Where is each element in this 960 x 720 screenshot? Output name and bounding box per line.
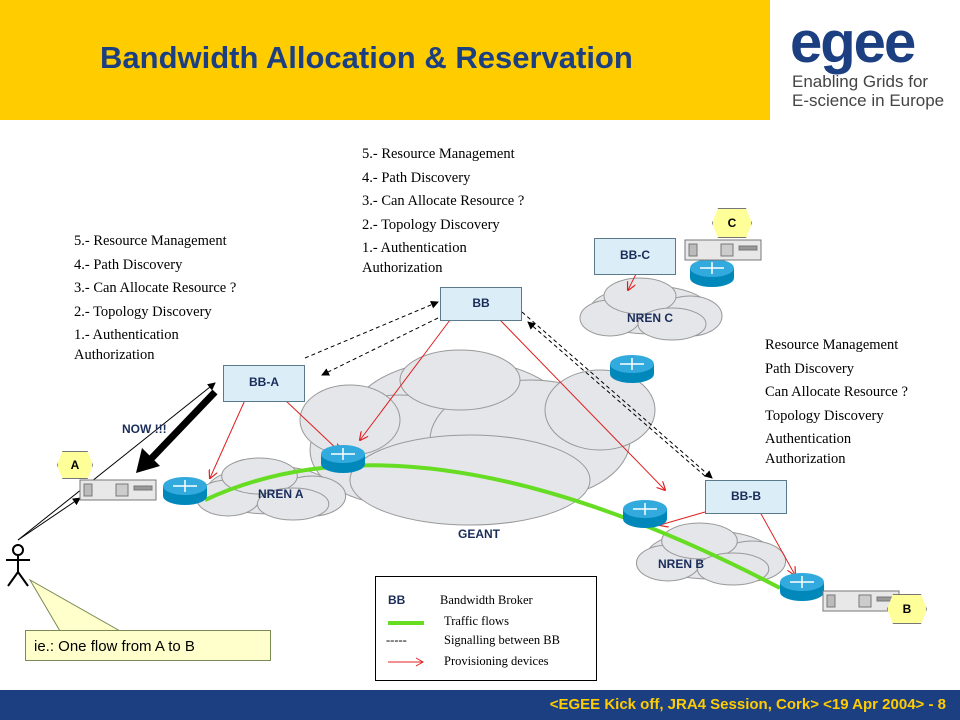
step-item: 4.- Path Discovery xyxy=(362,169,471,186)
now-arrow xyxy=(145,389,218,465)
steps-list-left: 5.- Resource Management 4.- Path Discove… xyxy=(74,230,236,367)
node-bb-b: BB-B xyxy=(705,480,787,514)
endpoint-a: A xyxy=(57,451,93,479)
step-item: Authorization xyxy=(74,346,155,363)
step-item: 1.- Authentication xyxy=(74,327,179,343)
egee-logo: egee xyxy=(790,10,916,75)
nren-c-cloud xyxy=(579,277,723,341)
step-item: 1.- Authentication xyxy=(362,240,467,256)
step-item: 3.- Can Allocate Resource ? xyxy=(362,193,525,209)
legend-signalling: Signalling between BB xyxy=(444,633,560,647)
legend-bb-abbr: BB xyxy=(388,593,406,607)
provisioning-arrows xyxy=(210,265,795,575)
network-diagram xyxy=(6,239,900,632)
geant-cloud xyxy=(299,349,656,526)
legend-provisioning: Provisioning devices xyxy=(444,654,549,668)
legend-traffic: Traffic flows xyxy=(444,614,509,628)
user-icon xyxy=(6,544,30,587)
step-item: 5.- Resource Management xyxy=(362,146,515,162)
example-callout: ie.: One flow from A to B xyxy=(25,630,271,661)
step-item: 3.- Can Allocate Resource ? xyxy=(74,280,237,296)
legend-provisioning-arrow xyxy=(388,657,425,667)
steps-list-center: 5.- Resource Management 4.- Path Discove… xyxy=(362,143,524,280)
step-item: Topology Discovery xyxy=(765,407,884,424)
footer-bar xyxy=(0,690,960,720)
step-item: Authorization xyxy=(765,450,846,467)
node-bb-c: BB-C xyxy=(594,238,676,275)
step-item: 2.- Topology Discovery xyxy=(74,303,212,320)
label-geant: GEANT xyxy=(458,527,500,541)
legend-traffic-swatch xyxy=(388,621,424,625)
label-nren-a: NREN A xyxy=(258,487,304,501)
logo-tagline: Enabling Grids for E-science in Europe xyxy=(792,72,944,110)
traffic-flow xyxy=(204,463,781,590)
page-title: Bandwidth Allocation & Reservation xyxy=(100,40,633,75)
step-item: Path Discovery xyxy=(765,360,854,377)
endpoint-c: C xyxy=(712,208,752,238)
server-icons xyxy=(79,239,900,612)
node-bb: BB xyxy=(440,287,522,321)
logo-tagline-line1: Enabling Grids for xyxy=(792,72,929,91)
label-nren-b: NREN B xyxy=(658,557,705,571)
step-item: 2.- Topology Discovery xyxy=(362,216,500,233)
step-item: Can Allocate Resource ? xyxy=(765,384,908,400)
label-nren-c: NREN C xyxy=(627,311,674,325)
node-bb-a: BB-A xyxy=(223,365,305,402)
logo-box xyxy=(770,0,960,120)
logo-tagline-line2: E-science in Europe xyxy=(792,91,945,110)
step-item: Authorization xyxy=(362,259,443,276)
legend-signalling-swatch: ----- xyxy=(386,633,407,647)
router-icons xyxy=(163,259,824,601)
signalling-arrows xyxy=(304,301,713,479)
header-bar xyxy=(0,0,770,120)
step-item: Resource Management xyxy=(765,337,899,353)
step-item: 5.- Resource Management xyxy=(74,233,227,249)
step-item: 4.- Path Discovery xyxy=(74,256,183,273)
step-item: Authentication xyxy=(765,431,852,447)
legend: BB Bandwidth Broker Traffic flows ----- … xyxy=(375,576,597,681)
label-now: NOW !!! xyxy=(122,422,167,436)
legend-bb-desc: Bandwidth Broker xyxy=(440,593,533,607)
steps-list-right: Resource Management Path Discovery Can A… xyxy=(765,334,908,471)
footer-text: <EGEE Kick off, JRA4 Session, Cork> <19 … xyxy=(549,696,946,713)
endpoint-b: B xyxy=(887,594,927,624)
